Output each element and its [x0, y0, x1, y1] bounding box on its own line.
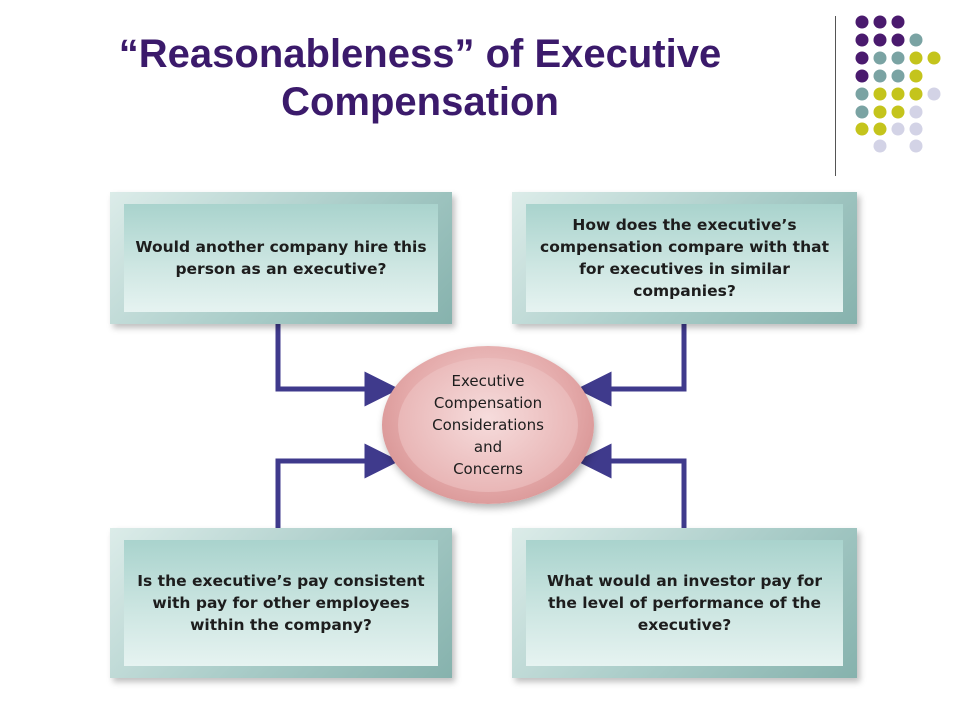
dot-5-4 — [909, 87, 923, 101]
dot-7-1 — [855, 122, 869, 136]
box-bottom-left-text: Is the executive’s pay consistent with p… — [137, 572, 425, 634]
center-oval: Executive Compensation Considerations an… — [382, 346, 594, 504]
dot-5-5 — [927, 87, 941, 101]
dot-4-1 — [855, 69, 869, 83]
dot-1-3 — [891, 15, 905, 29]
dot-6-4 — [909, 105, 923, 119]
dot-6-3 — [891, 105, 905, 119]
dot-8-1 — [873, 139, 887, 153]
center-oval-text: Executive Compensation Considerations an… — [432, 372, 544, 478]
slide-title: “Reasonableness” of Executive Compensati… — [40, 30, 800, 126]
dot-7-4 — [909, 122, 923, 136]
dot-2-2 — [873, 33, 887, 47]
dot-8-2 — [909, 139, 923, 153]
box-bottom-right: What would an investor pay for the level… — [512, 528, 857, 678]
arrow-top-right — [576, 322, 687, 407]
title-line-1: “Reasonableness” of Executive — [118, 32, 722, 76]
dot-6-2 — [873, 105, 887, 119]
box-top-right: How does the executive’s compensation co… — [512, 192, 857, 324]
arrow-bottom-left — [275, 443, 400, 532]
title-line-2: Compensation — [281, 80, 559, 124]
dot-6-1 — [855, 105, 869, 119]
dot-3-5 — [927, 51, 941, 65]
box-top-right-text: How does the executive’s compensation co… — [540, 216, 829, 300]
dot-5-2 — [873, 87, 887, 101]
box-top-left-text: Would another company hire this person a… — [135, 238, 427, 278]
dot-2-4 — [909, 33, 923, 47]
header-divider — [835, 16, 836, 176]
dot-2-3 — [891, 33, 905, 47]
box-top-left: Would another company hire this person a… — [110, 192, 452, 324]
dot-2-1 — [855, 33, 869, 47]
arrow-top-left — [275, 322, 400, 407]
dot-3-1 — [855, 51, 869, 65]
dot-4-4 — [909, 69, 923, 83]
dot-5-3 — [891, 87, 905, 101]
box-bottom-left: Is the executive’s pay consistent with p… — [110, 528, 452, 678]
dot-4-2 — [873, 69, 887, 83]
dot-1-2 — [873, 15, 887, 29]
dot-3-2 — [873, 51, 887, 65]
dot-3-3 — [891, 51, 905, 65]
dot-4-3 — [891, 69, 905, 83]
dot-1-1 — [855, 15, 869, 29]
dot-7-3 — [891, 122, 905, 136]
dot-3-4 — [909, 51, 923, 65]
box-bottom-right-text: What would an investor pay for the level… — [547, 572, 822, 634]
arrow-bottom-right — [576, 443, 687, 532]
dot-5-1 — [855, 87, 869, 101]
dot-7-2 — [873, 122, 887, 136]
